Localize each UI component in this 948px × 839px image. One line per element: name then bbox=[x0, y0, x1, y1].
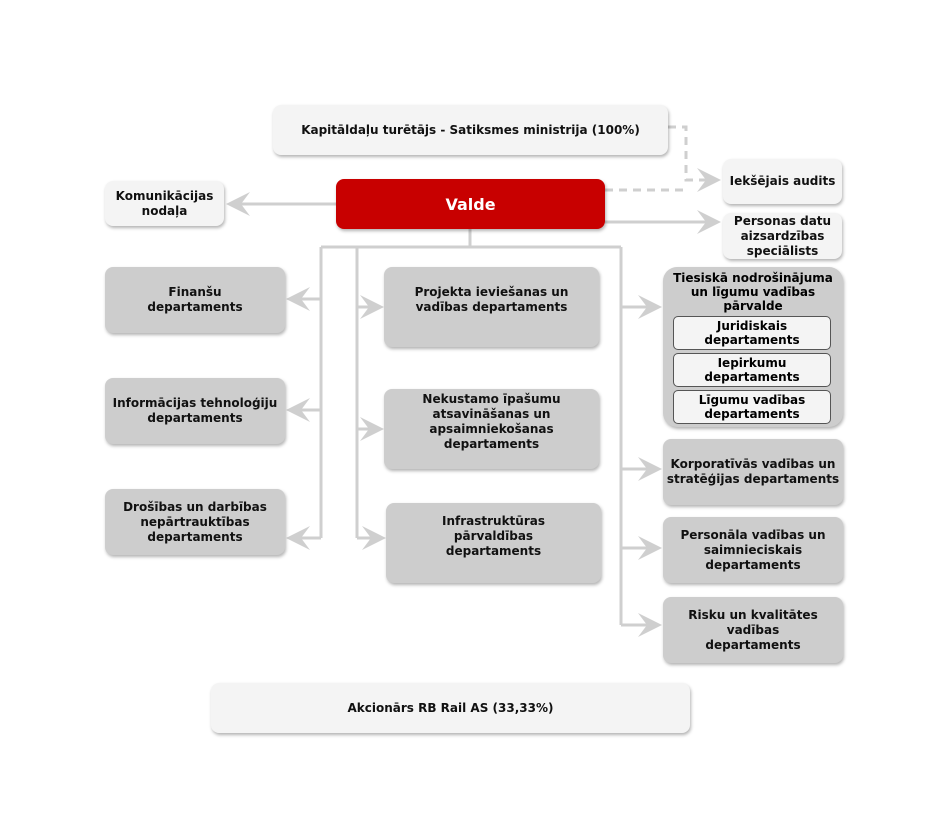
dept-infrastructure: Infrastruktūras pārvaldības departaments bbox=[386, 503, 601, 583]
dept-project: Projekta ieviešanas un vadības departame… bbox=[384, 267, 599, 347]
dept-personnel: Personāla vadības un saimnieciskais depa… bbox=[663, 517, 843, 583]
dept-real-estate: Nekustamo īpašumu atsavināšanas un apsai… bbox=[384, 389, 599, 469]
connector-ministry-audit bbox=[668, 125, 721, 192]
communications-box: Komunikācijas nodaļa bbox=[105, 181, 224, 226]
legal-unit-procurement: Iepirkumu departaments bbox=[673, 353, 831, 387]
dept-it: Informācijas tehnoloģiju departaments bbox=[105, 378, 285, 444]
dept-security: Drošības un darbības nepārtrauktības dep… bbox=[105, 489, 285, 555]
board-box: Valde bbox=[336, 179, 605, 229]
shareholder-ministry-box: Kapitāldaļu turētājs - Satiksmes ministr… bbox=[273, 105, 668, 155]
dept-corporate: Korporatīvās vadības un stratēģijas depa… bbox=[663, 439, 843, 505]
connector-board-trunk bbox=[319, 229, 623, 625]
data-protection-box: Personas datu aizsardzības speciālists bbox=[723, 213, 842, 259]
dept-risk: Risku un kvalitātes vadības departaments bbox=[663, 597, 843, 663]
legal-unit-contracts: Līgumu vadības departaments bbox=[673, 390, 831, 424]
legal-unit-juridical: Juridiskais departaments bbox=[673, 316, 831, 350]
legal-group: Tiesiskā nodrošinājuma un līgumu vadības… bbox=[663, 267, 843, 427]
shareholder-rbrail-box: Akcionārs RB Rail AS (33,33%) bbox=[211, 683, 690, 733]
dept-finance: Finanšu departaments bbox=[105, 267, 285, 333]
internal-audit-box: Iekšējais audits bbox=[723, 159, 842, 204]
legal-group-title: Tiesiskā nodrošinājuma un līgumu vadības… bbox=[673, 271, 833, 313]
